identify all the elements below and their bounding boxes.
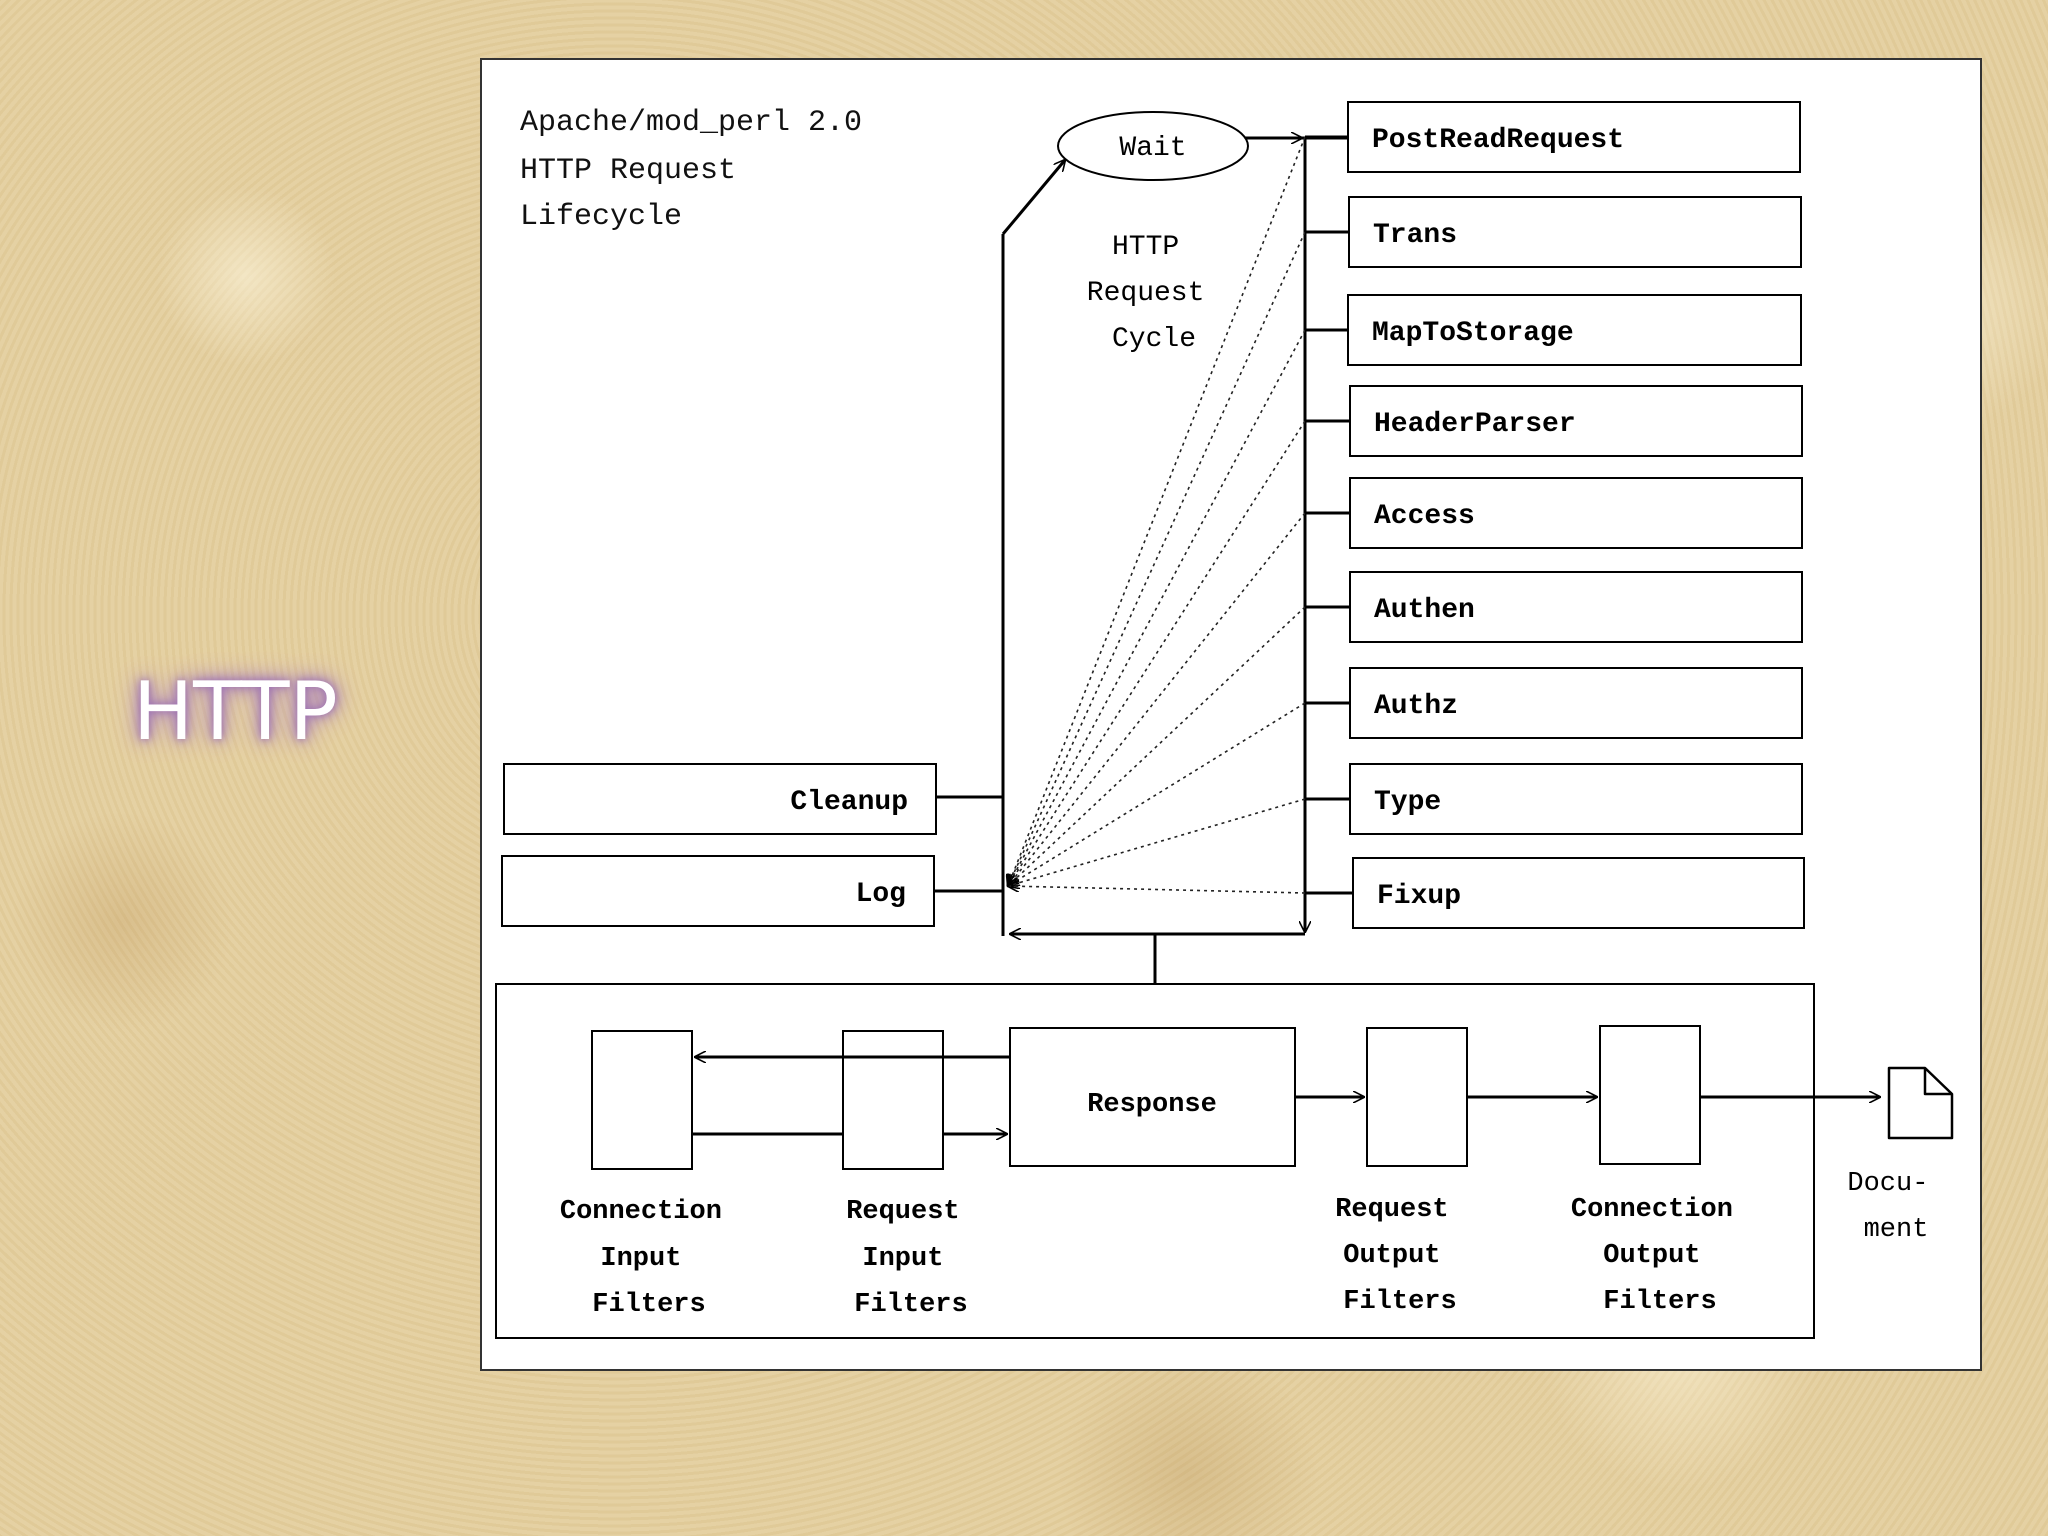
connection-output-filter-box: [1599, 1025, 1701, 1165]
phase-box-trans: [1348, 196, 1802, 268]
request-output-filters-label: Request Output Filters: [1335, 1195, 1465, 1317]
phase-shortcut-line-postreadrequest: [1008, 136, 1306, 886]
filter-label-line: Filters: [1343, 1287, 1456, 1317]
phase-label-trans: Trans: [1373, 220, 1457, 251]
phase-shortcut-line-trans: [1008, 231, 1306, 886]
phase-box-type: [1349, 763, 1803, 835]
phase-label-postreadrequest: PostReadRequest: [1372, 125, 1624, 156]
document-icon: [1887, 1066, 1954, 1140]
phase-shortcut-line-fixup: [1008, 886, 1306, 894]
filter-label-line: Filters: [592, 1290, 705, 1320]
wait-label: Wait: [1119, 133, 1186, 164]
phase-label-fixup: Fixup: [1377, 881, 1461, 912]
filter-label-line: Output: [1603, 1241, 1700, 1271]
http-lifecycle-diagram: Apache/mod_perl 2.0 HTTP Request Lifecyc…: [480, 58, 1982, 1371]
cycle-to-wait-arrow: [1001, 160, 1065, 235]
phase-shortcut-line-maptostorage: [1008, 329, 1306, 886]
phase-box-log: [501, 855, 935, 927]
filter-label-line: Request: [846, 1197, 959, 1227]
request-input-filters-label: Request Input Filters: [846, 1197, 976, 1320]
connection-input-filter-box: [591, 1030, 693, 1170]
response-box: [1009, 1027, 1296, 1167]
filter-label-line: Input: [862, 1244, 943, 1274]
phase-box-postreadrequest: [1347, 101, 1801, 173]
filter-label-line: Input: [600, 1244, 681, 1274]
filter-label-line: Connection: [1571, 1195, 1733, 1225]
cycle-label: HTTP Request Cycle: [1087, 232, 1221, 355]
connection-output-filters-label: Connection Output Filters: [1571, 1195, 1749, 1317]
phase-shortcut-line-authen: [1008, 606, 1306, 886]
phase-shortcut-line-type: [1008, 798, 1306, 886]
phase-label-authz: Authz: [1374, 691, 1458, 722]
phase-box-authz: [1349, 667, 1803, 739]
phase-shortcut-line-headerparser: [1008, 420, 1306, 886]
phase-box-authen: [1349, 571, 1803, 643]
cycle-label-line: HTTP: [1112, 232, 1179, 263]
document-label: Docu- ment: [1847, 1169, 1944, 1245]
request-input-filter-box: [842, 1030, 944, 1170]
diagram-title: Apache/mod_perl 2.0 HTTP Request Lifecyc…: [520, 106, 880, 234]
filter-label-line: Output: [1343, 1241, 1440, 1271]
filter-label-line: Connection: [560, 1197, 722, 1227]
response-label: Response: [1087, 1090, 1217, 1120]
filter-label-line: Filters: [854, 1290, 967, 1320]
phase-label-access: Access: [1374, 501, 1475, 532]
phase-label-authen: Authen: [1374, 595, 1475, 626]
phase-box-access: [1349, 477, 1803, 549]
document-label-line: Docu-: [1847, 1169, 1928, 1199]
phase-box-maptostorage: [1347, 294, 1802, 366]
filter-label-line: Request: [1335, 1195, 1448, 1225]
diagram-title-line: Lifecycle: [520, 200, 682, 234]
filter-label-line: Filters: [1603, 1287, 1716, 1317]
phase-label-cleanup: Cleanup: [790, 787, 908, 818]
phase-box-fixup: [1352, 857, 1805, 929]
phase-box-headerparser: [1349, 385, 1803, 457]
phase-label-headerparser: HeaderParser: [1374, 409, 1576, 440]
connection-input-filters-label: Connection Input Filters: [560, 1197, 738, 1320]
cycle-label-line: Cycle: [1112, 324, 1196, 355]
wait-node: [1057, 111, 1249, 181]
phase-box-cleanup: [503, 763, 937, 835]
diagram-title-line: HTTP Request: [520, 154, 736, 188]
phase-shortcut-line-access: [1008, 512, 1306, 886]
phase-label-log: Log: [856, 879, 906, 910]
phase-shortcut-line-authz: [1008, 702, 1306, 886]
diagram-title-line: Apache/mod_perl 2.0: [520, 106, 862, 140]
document-label-line: ment: [1864, 1215, 1929, 1245]
cycle-label-line: Request: [1087, 278, 1205, 309]
slide-title: HTTP: [133, 665, 338, 758]
phase-label-type: Type: [1374, 787, 1441, 818]
request-output-filter-box: [1366, 1027, 1468, 1167]
phase-label-maptostorage: MapToStorage: [1372, 318, 1574, 349]
